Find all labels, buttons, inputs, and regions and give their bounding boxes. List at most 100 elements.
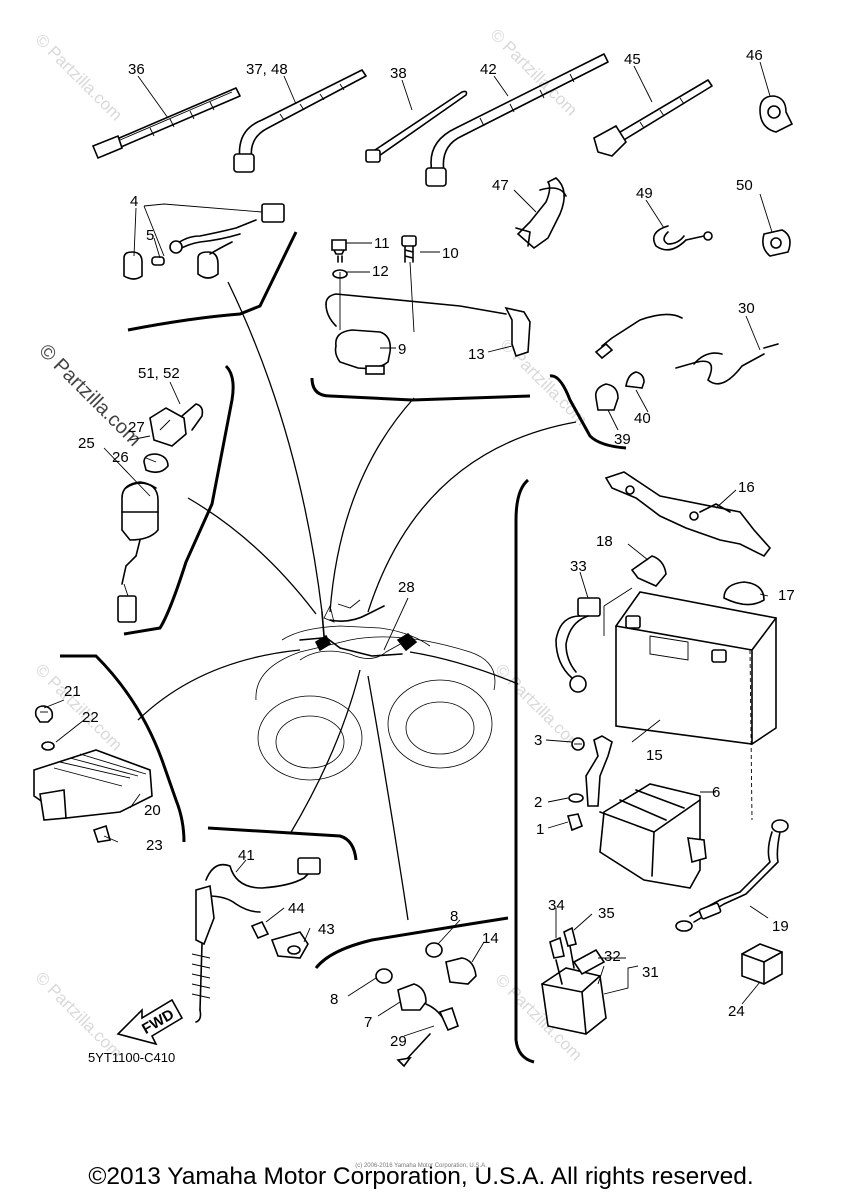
wiring-harness-28 bbox=[299, 599, 403, 657]
callout-19: 19 bbox=[772, 918, 789, 935]
part-46-clamp bbox=[759, 95, 794, 133]
callout-28: 28 bbox=[398, 579, 415, 596]
callout-32: 32 bbox=[604, 948, 621, 965]
part-1-3-bracket-bolts bbox=[566, 735, 613, 832]
part-16-battery-bracket bbox=[604, 471, 772, 558]
connector-line bbox=[289, 669, 361, 835]
part-19-battery-cable bbox=[675, 819, 789, 932]
connector-line bbox=[137, 649, 301, 721]
callout-37-48: 37, 48 bbox=[246, 61, 288, 78]
callout-27: 27 bbox=[128, 419, 145, 436]
part-9-13-ignition-coil bbox=[325, 235, 531, 375]
callout-5: 5 bbox=[146, 227, 154, 244]
group-bracket-25 bbox=[123, 364, 235, 636]
callout-22: 22 bbox=[82, 709, 99, 726]
fwd-arrow-icon: FWD bbox=[116, 998, 184, 1046]
callout-51-52: 51, 52 bbox=[138, 365, 180, 382]
callout-8: 8 bbox=[330, 991, 338, 1008]
callout-4: 4 bbox=[130, 193, 138, 210]
callout-40: 40 bbox=[634, 410, 651, 427]
callout-23: 23 bbox=[146, 837, 163, 854]
callout-2: 2 bbox=[534, 794, 542, 811]
part-41-43-44-switch bbox=[191, 857, 321, 1023]
callout-31: 31 bbox=[642, 964, 659, 981]
callout-16: 16 bbox=[738, 479, 755, 496]
part-25-27-ignition-switch bbox=[117, 403, 204, 623]
callout-3: 3 bbox=[534, 732, 542, 749]
part-17-cap bbox=[723, 581, 765, 606]
callout-26: 26 bbox=[112, 449, 129, 466]
callout-39: 39 bbox=[614, 431, 631, 448]
part-30-39-40-sensor-assembly bbox=[594, 313, 779, 411]
connector-line bbox=[187, 497, 317, 615]
part-49-clip bbox=[652, 225, 713, 251]
part-31-35-starter-relay bbox=[541, 926, 607, 1035]
callout-49: 49 bbox=[636, 185, 653, 202]
callout-50: 50 bbox=[736, 177, 753, 194]
callout-36: 36 bbox=[128, 61, 145, 78]
part-38-cable-tie bbox=[365, 90, 468, 163]
part-24-relay bbox=[741, 943, 783, 985]
part-50-clamp bbox=[762, 229, 791, 257]
callout-45: 45 bbox=[624, 51, 641, 68]
callout-14: 14 bbox=[482, 930, 499, 947]
callout-18: 18 bbox=[596, 533, 613, 550]
part-45-cable-tie bbox=[593, 79, 713, 157]
part-18-holder bbox=[630, 555, 667, 587]
connector-line bbox=[409, 651, 519, 685]
part-4-5-sensor-assembly bbox=[123, 203, 285, 280]
callout-1: 1 bbox=[536, 821, 544, 838]
connector-line bbox=[367, 421, 577, 613]
diagram-code: 5YT1100-C410 bbox=[88, 1050, 176, 1065]
callout-47: 47 bbox=[492, 177, 509, 194]
connector-line bbox=[367, 675, 409, 921]
copyright-notice: ©2013 Yamaha Motor Corporation, U.S.A. A… bbox=[88, 1163, 754, 1190]
callout-6: 6 bbox=[712, 784, 720, 801]
group-bracket-30 bbox=[549, 374, 627, 450]
part-42-cable-tie bbox=[425, 53, 609, 187]
callout-46: 46 bbox=[746, 47, 763, 64]
group-bracket-right-panel bbox=[514, 478, 535, 1064]
callout-42: 42 bbox=[480, 61, 497, 78]
part-47-holder bbox=[515, 177, 567, 250]
group-bracket-4 bbox=[127, 231, 298, 332]
callout-43: 43 bbox=[318, 921, 335, 938]
group-bracket-8 bbox=[314, 916, 509, 969]
part-15-battery bbox=[603, 587, 777, 821]
callout-labels: 36 37, 48 38 42 45 46 47 49 50 4 5 11 10… bbox=[64, 47, 795, 1050]
callout-30: 30 bbox=[738, 300, 755, 317]
group-bracket-41 bbox=[207, 826, 358, 861]
part-37-48-cable-tie bbox=[233, 69, 367, 173]
callout-11: 11 bbox=[374, 235, 390, 252]
part-20-23-regulator bbox=[33, 705, 153, 843]
callout-17: 17 bbox=[778, 587, 795, 604]
callout-33: 33 bbox=[570, 558, 587, 575]
callout-41: 41 bbox=[238, 847, 255, 864]
part-33-battery-lead bbox=[555, 597, 601, 693]
callout-24: 24 bbox=[728, 1003, 745, 1020]
leader-28 bbox=[383, 597, 409, 651]
part-7-8-14-29-switch-assembly bbox=[375, 942, 477, 1068]
callout-29: 29 bbox=[390, 1033, 407, 1050]
callout-44: 44 bbox=[288, 900, 305, 917]
connector-line bbox=[329, 397, 415, 613]
callout-21: 21 bbox=[64, 683, 81, 700]
callout-8: 8 bbox=[450, 908, 458, 925]
callout-34: 34 bbox=[548, 897, 565, 914]
callout-12: 12 bbox=[372, 263, 389, 280]
group-bracket-9 bbox=[310, 377, 531, 402]
callout-35: 35 bbox=[598, 905, 615, 922]
callout-20: 20 bbox=[144, 802, 161, 819]
connector-line bbox=[227, 281, 323, 613]
vehicle-outline bbox=[255, 604, 496, 781]
leader-lines bbox=[43, 61, 773, 1037]
part-6-control-unit bbox=[599, 783, 707, 889]
callout-15: 15 bbox=[646, 747, 663, 764]
callout-38: 38 bbox=[390, 65, 407, 82]
callout-9: 9 bbox=[398, 341, 406, 358]
callout-7: 7 bbox=[364, 1014, 372, 1031]
part-36-cable-band bbox=[91, 87, 241, 160]
copyright-small-notice: (c) 2006-2016 Yamaha Motor Corporation, … bbox=[355, 1163, 487, 1169]
callout-10: 10 bbox=[442, 245, 459, 262]
